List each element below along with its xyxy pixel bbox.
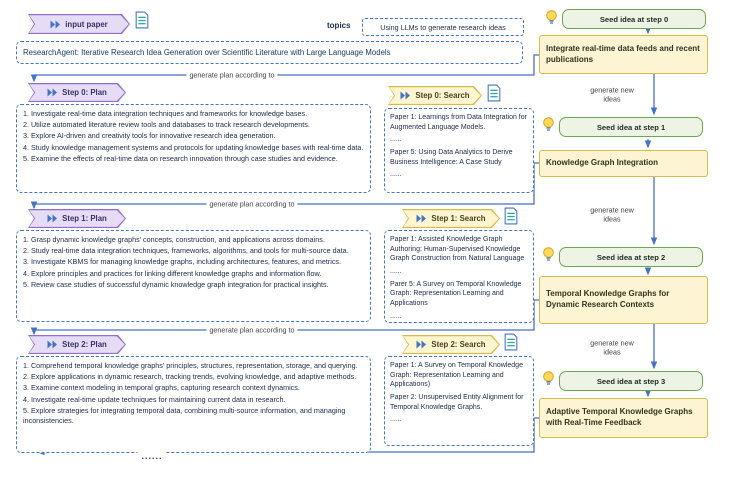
step-2-search-box: Paper 1: A Survey on Temporal Knowledge … — [384, 356, 534, 446]
search-result: Paper 1: Assisted Knowledge Graph Author… — [390, 236, 525, 263]
ellipsis-line: ...... — [390, 267, 402, 275]
step-2-plan-banner: Step 2: Plan — [28, 335, 126, 354]
input-paper-banner: input paper — [28, 14, 130, 34]
lightbulb-icon — [541, 370, 556, 392]
generate-new-ideas-label-0: generate new ideas — [587, 85, 637, 105]
idea-box-0: Integrate real-time data feeds and recen… — [539, 35, 708, 74]
document-icon — [134, 11, 150, 34]
lightbulb-icon — [544, 9, 559, 31]
step-1-search-box: Paper 1: Assisted Knowledge Graph Author… — [384, 230, 534, 323]
step-0-search-banner: Step 0: Search — [388, 86, 482, 105]
step-2-plan-box: 1. Comprehend temporal knowledge graphs'… — [16, 356, 371, 453]
double-chevron-icon — [416, 214, 427, 223]
generate-plan-label-1: generate plan according to — [206, 199, 298, 209]
seed-idea-step-0: Seed idea at step 0 — [562, 9, 706, 29]
idea-box-1: Knowledge Graph Integration — [539, 150, 708, 177]
double-chevron-icon — [47, 340, 58, 349]
seed-idea-step-2: Seed idea at step 2 — [559, 247, 703, 267]
banner-fill — [29, 336, 125, 353]
double-chevron-icon — [47, 88, 58, 97]
topics-label: topics — [327, 21, 351, 30]
banner-fill — [403, 336, 499, 353]
step-1-plan-banner: Step 1: Plan — [28, 209, 126, 228]
search-result: Paper 1: A Survey on Temporal Knowledge … — [390, 362, 523, 389]
plan-item: 2. Study real-time data integration tech… — [23, 246, 349, 256]
lightbulb-icon — [541, 246, 556, 268]
step-1-search-label: Step 1: Search — [431, 214, 486, 223]
step-1-search-banner: Step 1: Search — [402, 209, 500, 228]
plan-item: 3. Examine context modeling in temporal … — [23, 383, 300, 393]
step-0-search-box: Paper 1: Learnings from Data Integration… — [384, 108, 534, 193]
plan-item: 1. Investigate real-time data integratio… — [23, 109, 308, 118]
seed-idea-step-1: Seed idea at step 1 — [559, 117, 703, 137]
banner-fill — [29, 15, 129, 33]
double-chevron-icon — [47, 214, 58, 223]
document-icon — [503, 207, 519, 230]
plan-item: 1. Grasp dynamic knowledge graphs' conce… — [23, 235, 325, 244]
step-2-search-banner: Step 2: Search — [402, 335, 500, 354]
generate-plan-label-0: generate plan according to — [186, 70, 278, 80]
plan-item: 3. Investigate KBMS for managing knowled… — [23, 257, 342, 267]
paper-title-box: ResearchAgent: Iterative Research Idea G… — [16, 41, 523, 64]
plan-item: 5. Explore strategies for integrating te… — [23, 405, 346, 426]
plan-item: 4. Explore principles and practices for … — [23, 268, 322, 278]
topics-value-box: Using LLMs to generate research ideas — [362, 18, 524, 36]
banner-fill — [403, 210, 499, 227]
double-chevron-icon — [400, 91, 411, 100]
lightbulb-icon — [541, 116, 556, 138]
step-2-search-label: Step 2: Search — [431, 340, 486, 349]
banner-fill — [389, 87, 481, 104]
search-result: Paper 1: Learnings from Data Integration… — [390, 114, 527, 131]
step-1-plan-label: Step 1: Plan — [62, 214, 107, 223]
plan-item: 1. Comprehend temporal knowledge graphs'… — [23, 361, 358, 370]
search-result: Paper 2: Unsupervised Entity Alignment f… — [390, 393, 524, 411]
idea-box-2: Temporal Knowledge Graphs for Dynamic Re… — [539, 276, 708, 324]
document-icon — [503, 333, 519, 356]
double-chevron-icon — [50, 20, 61, 29]
plan-item: 5. Review case studies of successful dyn… — [23, 279, 329, 289]
step-1-plan-box: 1. Grasp dynamic knowledge graphs' conce… — [16, 230, 371, 322]
generate-new-ideas-label-1: generate new ideas — [587, 205, 637, 225]
generate-plan-label-2: generate plan according to — [206, 325, 298, 335]
idea-box-3: Adaptive Temporal Knowledge Graphs with … — [539, 398, 708, 438]
double-chevron-icon — [416, 340, 427, 349]
input-paper-label: input paper — [65, 19, 108, 29]
seed-idea-step-3: Seed idea at step 3 — [559, 371, 703, 391]
step-0-search-label: Step 0: Search — [415, 91, 470, 100]
banner-fill — [29, 84, 125, 101]
generate-new-ideas-label-2: generate new ideas — [587, 338, 637, 358]
search-result: Paper 5: Using Data Analytics to Derive … — [390, 148, 513, 166]
plan-item: 5. Examine the effects of real-time data… — [23, 153, 338, 163]
step-0-plan-box: 1. Investigate real-time data integratio… — [16, 104, 371, 193]
continuation-ellipsis: ...... — [137, 451, 167, 461]
step-2-plan-label: Step 2: Plan — [62, 340, 107, 349]
search-result: Parer 5: A Survey on Temporal Knowledge … — [390, 280, 522, 307]
ellipsis-line: ...... — [390, 136, 402, 144]
plan-item: 2. Explore applications in dynamic resea… — [23, 372, 357, 382]
document-icon — [486, 84, 502, 107]
step-0-plan-label: Step 0: Plan — [62, 88, 107, 97]
ellipsis-line: ...... — [390, 416, 402, 424]
plan-item: 4. Investigate real-time update techniqu… — [23, 394, 286, 404]
plan-item: 3. Explore AI-driven and creativity tool… — [23, 131, 276, 141]
ellipsis-line: ...... — [390, 312, 402, 320]
plan-item: 4. Study knowledge management systems an… — [23, 142, 364, 152]
banner-fill — [29, 210, 125, 227]
plan-item: 2. Utilize automated literature review t… — [23, 120, 310, 130]
ellipsis-line: ...... — [390, 171, 402, 179]
step-0-plan-banner: Step 0: Plan — [28, 83, 126, 102]
